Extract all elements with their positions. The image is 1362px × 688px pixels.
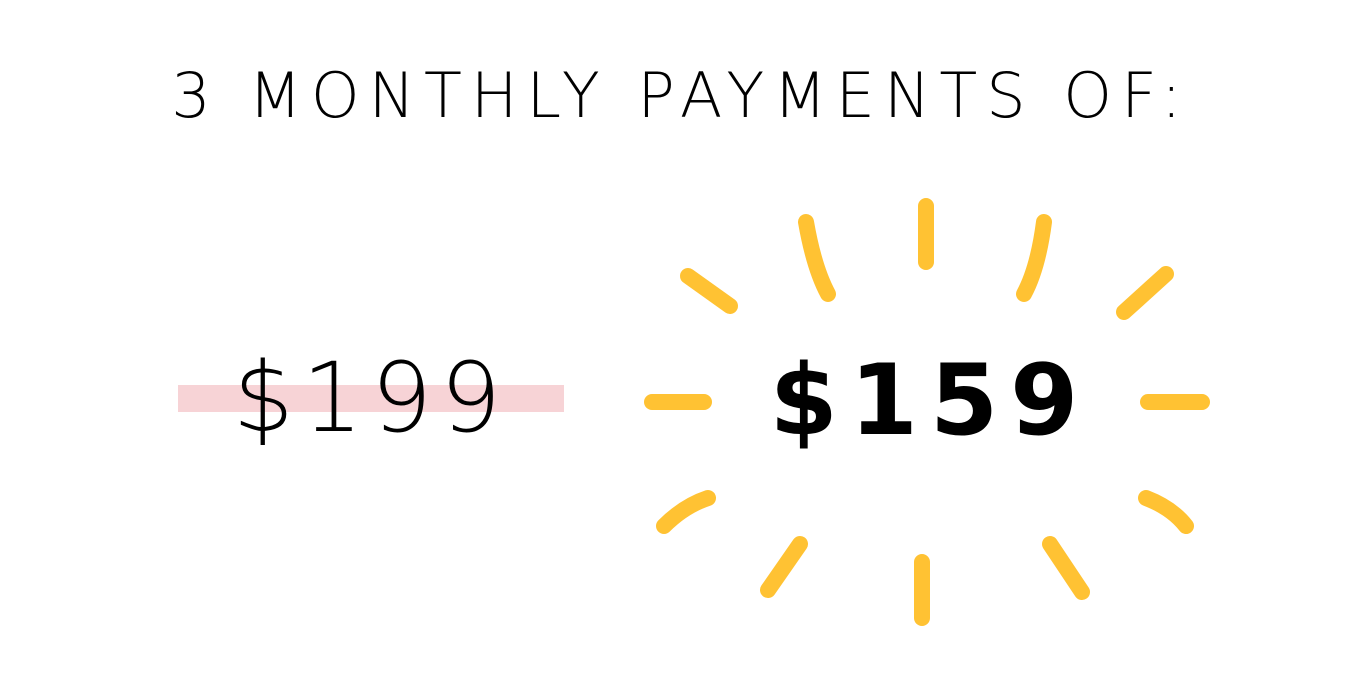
burst-ray	[1016, 214, 1052, 302]
burst-ray	[1138, 490, 1194, 534]
burst-ray	[798, 214, 836, 302]
original-price: $199	[232, 342, 510, 454]
burst-ray	[1042, 536, 1090, 600]
payment-heading: 3 MONTHLY PAYMENTS OF:	[171, 59, 1191, 132]
burst-ray	[680, 268, 738, 314]
burst-ray	[656, 490, 716, 534]
burst-ray	[1116, 266, 1174, 320]
burst-ray	[760, 536, 808, 598]
strikethrough-highlight	[178, 385, 564, 412]
sale-price: $159	[769, 344, 1091, 458]
sunburst-icon	[644, 198, 1210, 626]
